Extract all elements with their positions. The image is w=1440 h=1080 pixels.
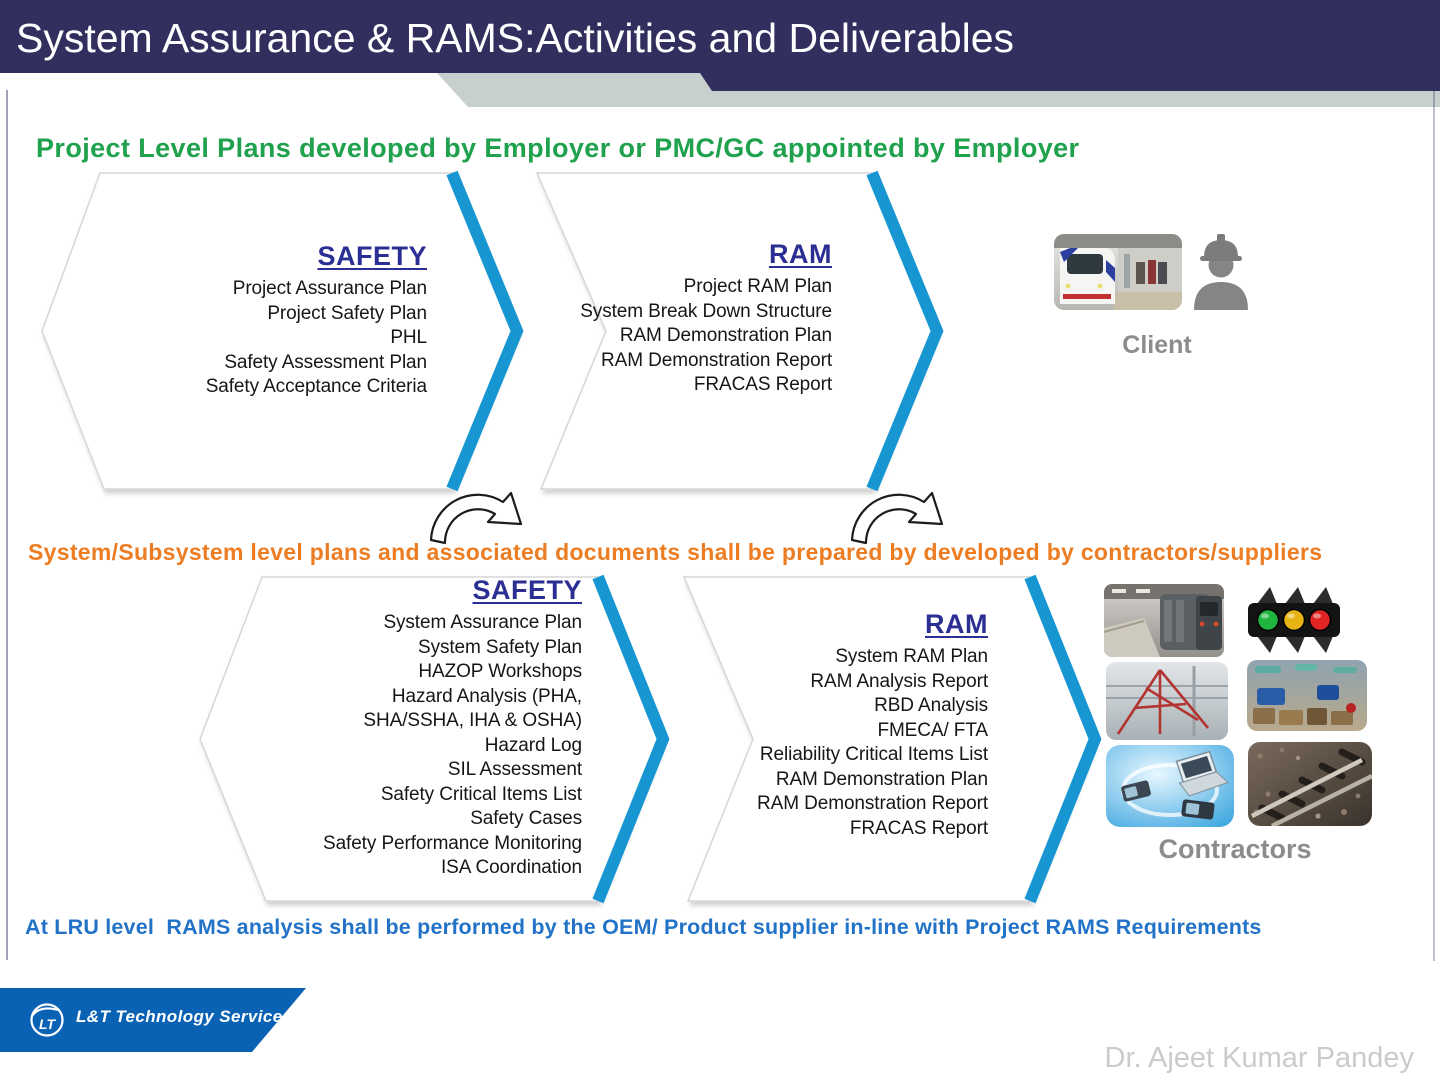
list-line: RAM Demonstration Plan — [775, 768, 988, 790]
chevron-blue-edge — [592, 574, 670, 904]
chevron-blue-edge — [1024, 574, 1102, 904]
client-label: Client — [1122, 331, 1192, 359]
ram-title-bottom: RAM — [925, 609, 988, 639]
list-line: RAM Demonstration Plan — [619, 325, 832, 346]
logo-swoosh — [31, 1007, 59, 1017]
project-level-heading: Project Level Plans developed by Employe… — [36, 133, 1080, 163]
list-line: FRACAS Report — [693, 374, 832, 395]
list-line: FRACAS Report — [849, 817, 988, 839]
list-line: Hazard Analysis (PHA, — [391, 685, 582, 707]
list-line: Project Safety Plan — [267, 302, 427, 324]
system-level-heading: System/Subsystem level plans and associa… — [28, 539, 1323, 565]
list-line: System Safety Plan — [418, 636, 582, 658]
curved-down-arrow — [429, 491, 523, 545]
curved-down-arrow — [850, 491, 944, 545]
slide-left-border — [6, 90, 8, 960]
header-navy-band — [700, 73, 1440, 91]
list-line: Reliability Critical Items List — [759, 744, 988, 765]
list-line: Project Assurance Plan — [232, 278, 427, 299]
network-devices-photo — [1106, 745, 1234, 827]
title-bar: System Assurance & RAMS:Activities and D… — [0, 0, 1440, 73]
safety-title-top: SAFETY — [317, 241, 427, 271]
chevron-blue-edge — [446, 170, 524, 492]
list-line: Project RAM Plan — [683, 276, 832, 297]
list-line: System RAM Plan — [835, 646, 988, 667]
metro-train-photo — [1054, 234, 1182, 310]
list-line: PHL — [390, 327, 427, 348]
list-line: Hazard Log — [484, 734, 582, 756]
railway-track-photo — [1248, 742, 1372, 826]
list-line: FMECA/ FTA — [877, 719, 988, 741]
list-line: Safety Assessment Plan — [224, 351, 427, 373]
construction-worker-icon — [1190, 232, 1252, 310]
list-line: Safety Performance Monitoring — [323, 832, 582, 854]
header-gray-band — [437, 73, 1440, 107]
lru-note: At LRU level RAMS analysis shall be perf… — [25, 915, 1262, 939]
list-line: Safety Acceptance Criteria — [205, 376, 427, 397]
list-line: Safety Critical Items List — [380, 783, 582, 805]
list-line: RAM Demonstration Report — [601, 349, 832, 371]
catenary-photo — [1106, 662, 1228, 740]
list-line: RAM Analysis Report — [810, 670, 988, 692]
traffic-signal-icon — [1243, 582, 1345, 658]
slide-right-border — [1433, 73, 1435, 961]
ram-title-top: RAM — [769, 239, 832, 269]
list-line: Safety Cases — [470, 808, 582, 829]
chevron-blue-edge — [866, 170, 944, 492]
list-line: System Assurance Plan — [383, 612, 582, 633]
list-line: SIL Assessment — [447, 759, 582, 780]
list-line: RAM Demonstration Report — [757, 793, 988, 814]
list-line: System Break Down Structure — [580, 300, 832, 322]
safety-title-bottom: SAFETY — [472, 575, 582, 605]
logo-monogram: LT — [39, 1016, 57, 1032]
list-line: HAZOP Workshops — [418, 661, 582, 682]
list-line: SHA/SSHA, IHA & OSHA) — [363, 710, 582, 731]
slide-title: System Assurance & RAMS:Activities and D… — [16, 15, 1015, 61]
metro-platform-photo — [1104, 584, 1224, 657]
logo-circle — [30, 1003, 64, 1037]
list-line: RBD Analysis — [874, 695, 988, 716]
depot-interior-photo — [1247, 660, 1367, 731]
contractors-label: Contractors — [1158, 834, 1312, 864]
author-credit: Dr. Ajeet Kumar Pandey — [1104, 1042, 1415, 1074]
list-line: ISA Coordination — [441, 857, 582, 878]
logo-text: L&T Technology Services — [76, 1007, 293, 1026]
